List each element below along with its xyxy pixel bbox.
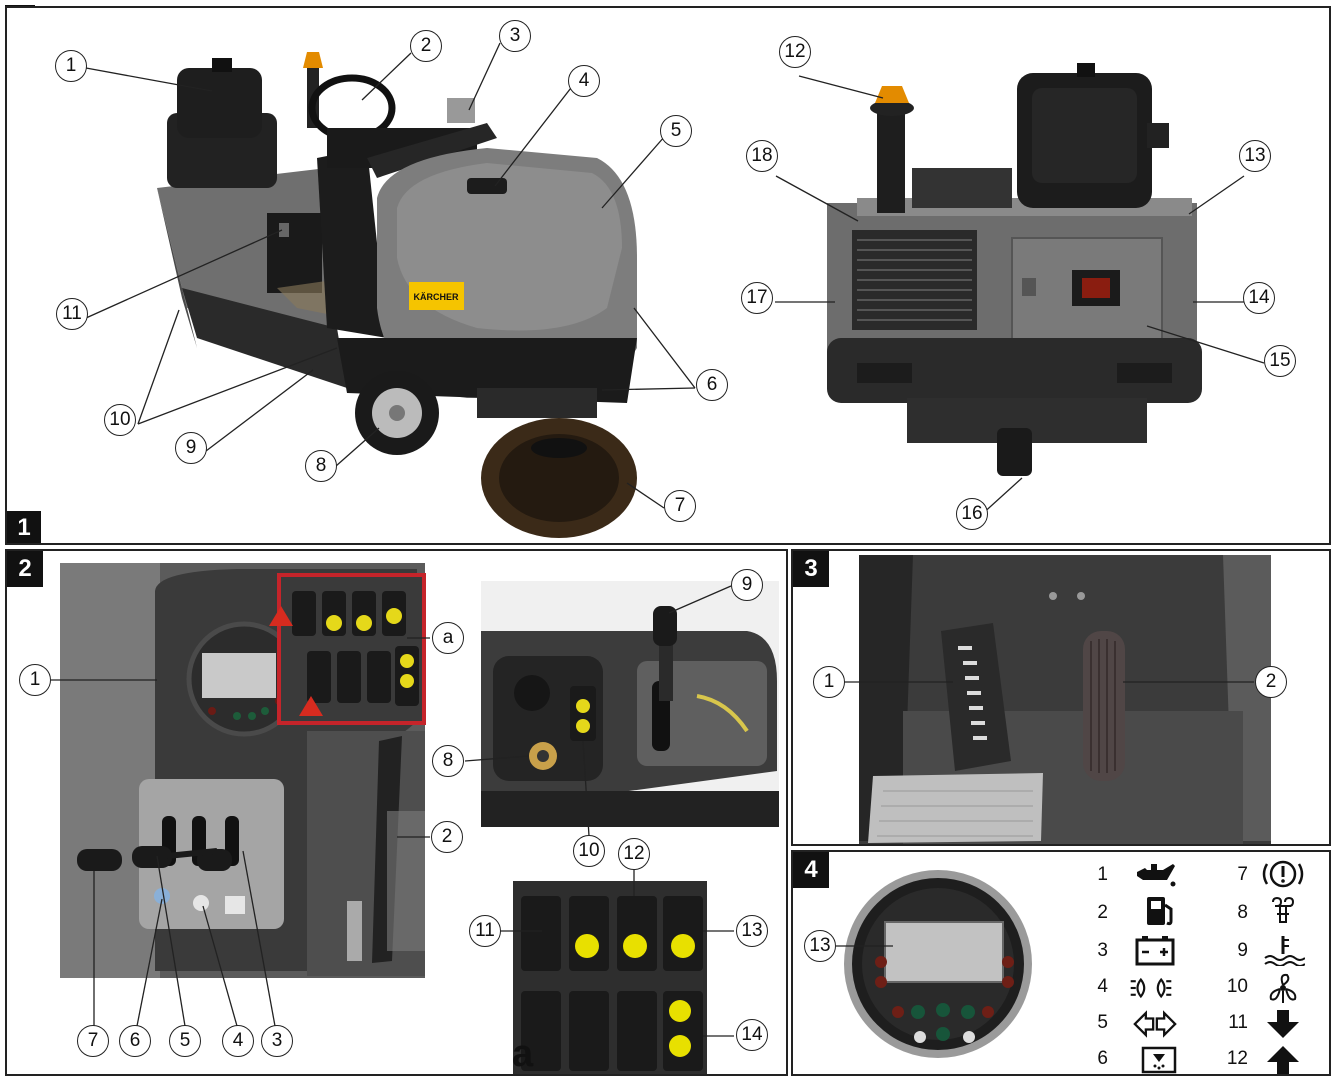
callout-2-1: 1 [19, 664, 51, 696]
display-illustration [844, 870, 1032, 1058]
callout-2-4: 4 [222, 1025, 254, 1057]
arrow-up-icon [1267, 1046, 1299, 1074]
callout-2-9: 9 [731, 569, 763, 601]
callout-2-5: 5 [169, 1025, 201, 1057]
legend-num-9: 9 [1237, 940, 1248, 961]
legend-num-6: 6 [1097, 1048, 1108, 1069]
callout-9: 9 [175, 432, 207, 464]
callout-5: 5 [660, 115, 692, 147]
panel-2-controls: 1 2 3 4 5 6 7 a 8 9 10 11 12 13 14 a 2 [5, 549, 788, 1076]
arrow-down-icon [1267, 1010, 1299, 1038]
turn-signal-icon [1133, 1010, 1177, 1038]
panel-3-pedals: 1 2 3 [791, 549, 1331, 846]
legend-num-2: 2 [1097, 902, 1108, 923]
glow-plug-icon [1272, 896, 1295, 923]
callout-15: 15 [1264, 345, 1296, 377]
callout-2-6: 6 [119, 1025, 151, 1057]
legend-num-11: 11 [1228, 1012, 1248, 1033]
callout-2-10: 10 [573, 835, 605, 867]
panel-3-leaders [844, 681, 1254, 683]
callout-7: 7 [664, 490, 696, 522]
panel-number-2: 2 [7, 551, 43, 587]
callout-2-13: 13 [736, 915, 768, 947]
legend-num-5: 5 [1097, 1012, 1108, 1033]
panel-number-4: 4 [793, 852, 829, 888]
callout-2-7: 7 [77, 1025, 109, 1057]
warning-icon [1262, 860, 1304, 888]
sweeper-illustration: KÄRCHER [157, 52, 1202, 538]
brand-label: KÄRCHER [414, 292, 460, 302]
callout-2-8: 8 [432, 745, 464, 777]
callout-2: 2 [410, 30, 442, 62]
control-panel-illustration [60, 563, 779, 1074]
legend-num-10: 10 [1226, 976, 1248, 997]
callout-2-3: 3 [261, 1025, 293, 1057]
oil-can-icon [1137, 864, 1176, 887]
fuel-pump-icon [1147, 897, 1173, 926]
coolant-temp-icon [1264, 936, 1305, 966]
callout-2-12: 12 [618, 838, 650, 870]
callout-18: 18 [746, 140, 778, 172]
callout-10: 10 [104, 404, 136, 436]
callout-2-2: 2 [431, 821, 463, 853]
panel-1-machine-overview: KÄRCHER [5, 6, 1331, 545]
panel-number-3: 3 [793, 551, 829, 587]
panel-2-leaders [51, 585, 734, 1037]
callout-3: 3 [499, 20, 531, 52]
callout-2-14: 14 [736, 1019, 768, 1051]
callout-4: 4 [568, 65, 600, 97]
callout-4-13: 13 [804, 930, 836, 962]
panel-1-leaders [85, 42, 1265, 517]
callout-14: 14 [1243, 282, 1275, 314]
callout-2-a: a [432, 622, 464, 654]
pedals-illustration [859, 555, 1271, 844]
legend-num-4: 4 [1097, 976, 1108, 997]
callout-3-2: 2 [1255, 666, 1287, 698]
callout-16: 16 [956, 498, 988, 530]
callout-11: 11 [56, 298, 88, 330]
panel-number-1: 1 [7, 511, 41, 543]
legend-num-12: 12 [1226, 1048, 1248, 1069]
switch-panel-letter: a [512, 1033, 534, 1075]
legend-num-1: 1 [1097, 864, 1108, 885]
panel-4-display: 13 1 2 3 4 5 6 7 8 9 10 11 12 [791, 850, 1331, 1076]
callout-1: 1 [55, 50, 87, 82]
legend-num-3: 3 [1097, 940, 1108, 961]
callout-12: 12 [779, 36, 811, 68]
callout-3-1: 1 [813, 666, 845, 698]
legend-num-7: 7 [1237, 864, 1248, 885]
headlight-icon [1130, 977, 1172, 999]
battery-icon [1135, 936, 1175, 966]
filter-shake-icon [1141, 1046, 1177, 1074]
panel-4-leaders [836, 945, 893, 947]
fan-icon [1269, 973, 1297, 1003]
callout-17: 17 [741, 282, 773, 314]
callout-6: 6 [696, 369, 728, 401]
callout-2-11: 11 [469, 915, 501, 947]
callout-8: 8 [305, 450, 337, 482]
callout-13: 13 [1239, 140, 1271, 172]
legend-num-8: 8 [1237, 902, 1248, 923]
